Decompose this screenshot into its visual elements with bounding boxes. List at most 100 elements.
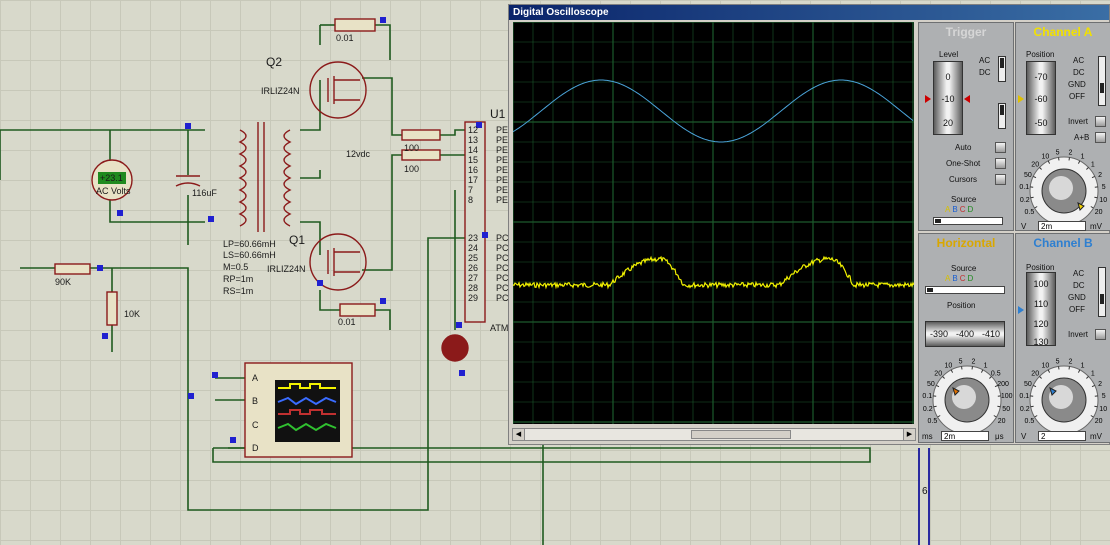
horizontal-unit-ms: ms (922, 432, 933, 441)
knob-scale-label: 20 (1095, 209, 1103, 216)
components (54, 18, 486, 458)
channel-b-dc: DC (1073, 281, 1085, 290)
pin-name: PE (496, 175, 508, 185)
pin-number: 28 (468, 283, 478, 293)
channel-a-position-drum[interactable]: -70 -60 -50 (1026, 61, 1056, 135)
one-shot-label: One-Shot (946, 159, 981, 168)
channel-b-value[interactable]: 2 (1038, 431, 1086, 441)
auto-label: Auto (955, 143, 972, 152)
knob-scale-label: 5 (959, 359, 963, 366)
channel-b-gnd: GND (1068, 293, 1086, 302)
scope-screen (512, 21, 915, 424)
trigger-edge-switch[interactable] (998, 103, 1006, 129)
horizontal-source-slider[interactable] (925, 286, 1005, 294)
horizontal-value[interactable]: 2m (941, 431, 989, 441)
oscilloscope-window[interactable]: Digital Oscilloscope ◀ ▶ Trigger Level 0… (508, 4, 1110, 445)
scope-display (512, 21, 915, 424)
knob-scale-label: 10 (1099, 197, 1107, 204)
aplusb-label: A+B (1074, 133, 1090, 142)
knob-scale-label: 0.2 (923, 406, 933, 413)
meter-label: AC Volts (96, 186, 131, 196)
channel-a-value[interactable]: 2m (1038, 221, 1086, 231)
r-top-label: 0.01 (336, 33, 354, 43)
pin-number: 7 (468, 185, 473, 195)
knob-scale-label: 0.5 (991, 370, 1001, 377)
auto-button[interactable] (995, 142, 1006, 153)
pin-name: PC (496, 293, 509, 303)
pin-name: PE (496, 125, 508, 135)
knob-scale-label: 0.1 (922, 393, 932, 400)
knob-scale-label: 0.2 (1020, 197, 1030, 204)
trigger-title: Trigger (945, 25, 987, 39)
pin-name: PE (496, 165, 508, 175)
channel-b-trace (512, 255, 915, 290)
knob-scale-label: 2 (1068, 359, 1072, 366)
knob-scale-label: 1 (1091, 370, 1095, 377)
knob-scale-label: 50 (1002, 406, 1010, 413)
knob-scale-label: 10 (1042, 154, 1050, 161)
trigger-panel: Trigger Level 0 -10 20 AC DC Auto One-Sh… (918, 22, 1014, 231)
cursors-button[interactable] (995, 174, 1006, 185)
pin-name: PC (496, 273, 509, 283)
ls-label: LS=60.66mH (223, 250, 276, 260)
pin-name: PE (496, 135, 508, 145)
scope-icon-screen (275, 380, 340, 442)
q2-part-label: IRLIZ24N (261, 86, 300, 96)
trigger-level-drum[interactable]: 0 -10 20 (933, 61, 963, 135)
pin-markers (97, 17, 488, 443)
pin-name: PC (496, 263, 509, 273)
channel-a-coupling-switch[interactable] (1098, 56, 1106, 106)
channel-a-invert-button[interactable] (1095, 116, 1106, 127)
knob-scale-label: 2 (1068, 150, 1072, 157)
channel-b-unit-v: V (1021, 432, 1027, 441)
pin-number: 17 (468, 175, 478, 185)
knob-scale-label: 10 (945, 363, 953, 370)
one-shot-button[interactable] (995, 158, 1006, 169)
scroll-right-button[interactable]: ▶ (903, 429, 915, 440)
r-bottom-label: 0.01 (338, 317, 356, 327)
channel-b-panel: Channel B Position 100 110 120 130 AC DC… (1015, 233, 1110, 443)
horizontal-position-drum[interactable]: -390 -400 -410 (925, 321, 1005, 347)
vdc-label: 12vdc (346, 149, 371, 159)
pin-name: PE (496, 195, 508, 205)
knob-scale-label: 2 (1098, 172, 1102, 179)
channel-b-coupling-switch[interactable] (1098, 267, 1106, 317)
knob-scale-label: 50 (927, 381, 935, 388)
channel-b-position-drum[interactable]: 100 110 120 130 (1026, 272, 1056, 346)
level-left-arrow (925, 95, 931, 103)
channel-a-trace (512, 79, 914, 143)
channel-b-invert-button[interactable] (1095, 329, 1106, 340)
trigger-source-slider[interactable] (933, 217, 1003, 225)
channel-a-unit-v: V (1021, 222, 1027, 231)
q1-label: Q1 (289, 233, 305, 247)
pin-name: PE (496, 155, 508, 165)
scope-b-label: B (252, 396, 258, 406)
knob-pointer (1077, 202, 1085, 211)
cursors-label: Cursors (949, 175, 978, 184)
channel-b-left-arrow (1018, 306, 1024, 314)
trigger-ac-label: AC (979, 56, 991, 65)
knob-scale-label: 5 (1056, 150, 1060, 157)
horizontal-unit-us: μs (995, 432, 1004, 441)
pin-name: PE (496, 145, 508, 155)
pin-name: PC (496, 253, 509, 263)
channel-a-off: OFF (1069, 92, 1085, 101)
aplusb-button[interactable] (1095, 132, 1106, 143)
channel-a-ac: AC (1073, 56, 1085, 65)
q2-label: Q2 (266, 55, 282, 69)
scroll-thumb[interactable] (691, 430, 791, 439)
cap-label: 116uF (192, 188, 217, 198)
level-label: Level (939, 50, 959, 59)
channel-a-title: Channel A (1033, 25, 1093, 39)
trigger-coupling-switch[interactable] (998, 56, 1006, 82)
knob-scale-label: 20 (1095, 418, 1103, 425)
scroll-left-button[interactable]: ◀ (513, 429, 525, 440)
horizontal-scrollbar[interactable]: ◀ ▶ (512, 428, 916, 441)
